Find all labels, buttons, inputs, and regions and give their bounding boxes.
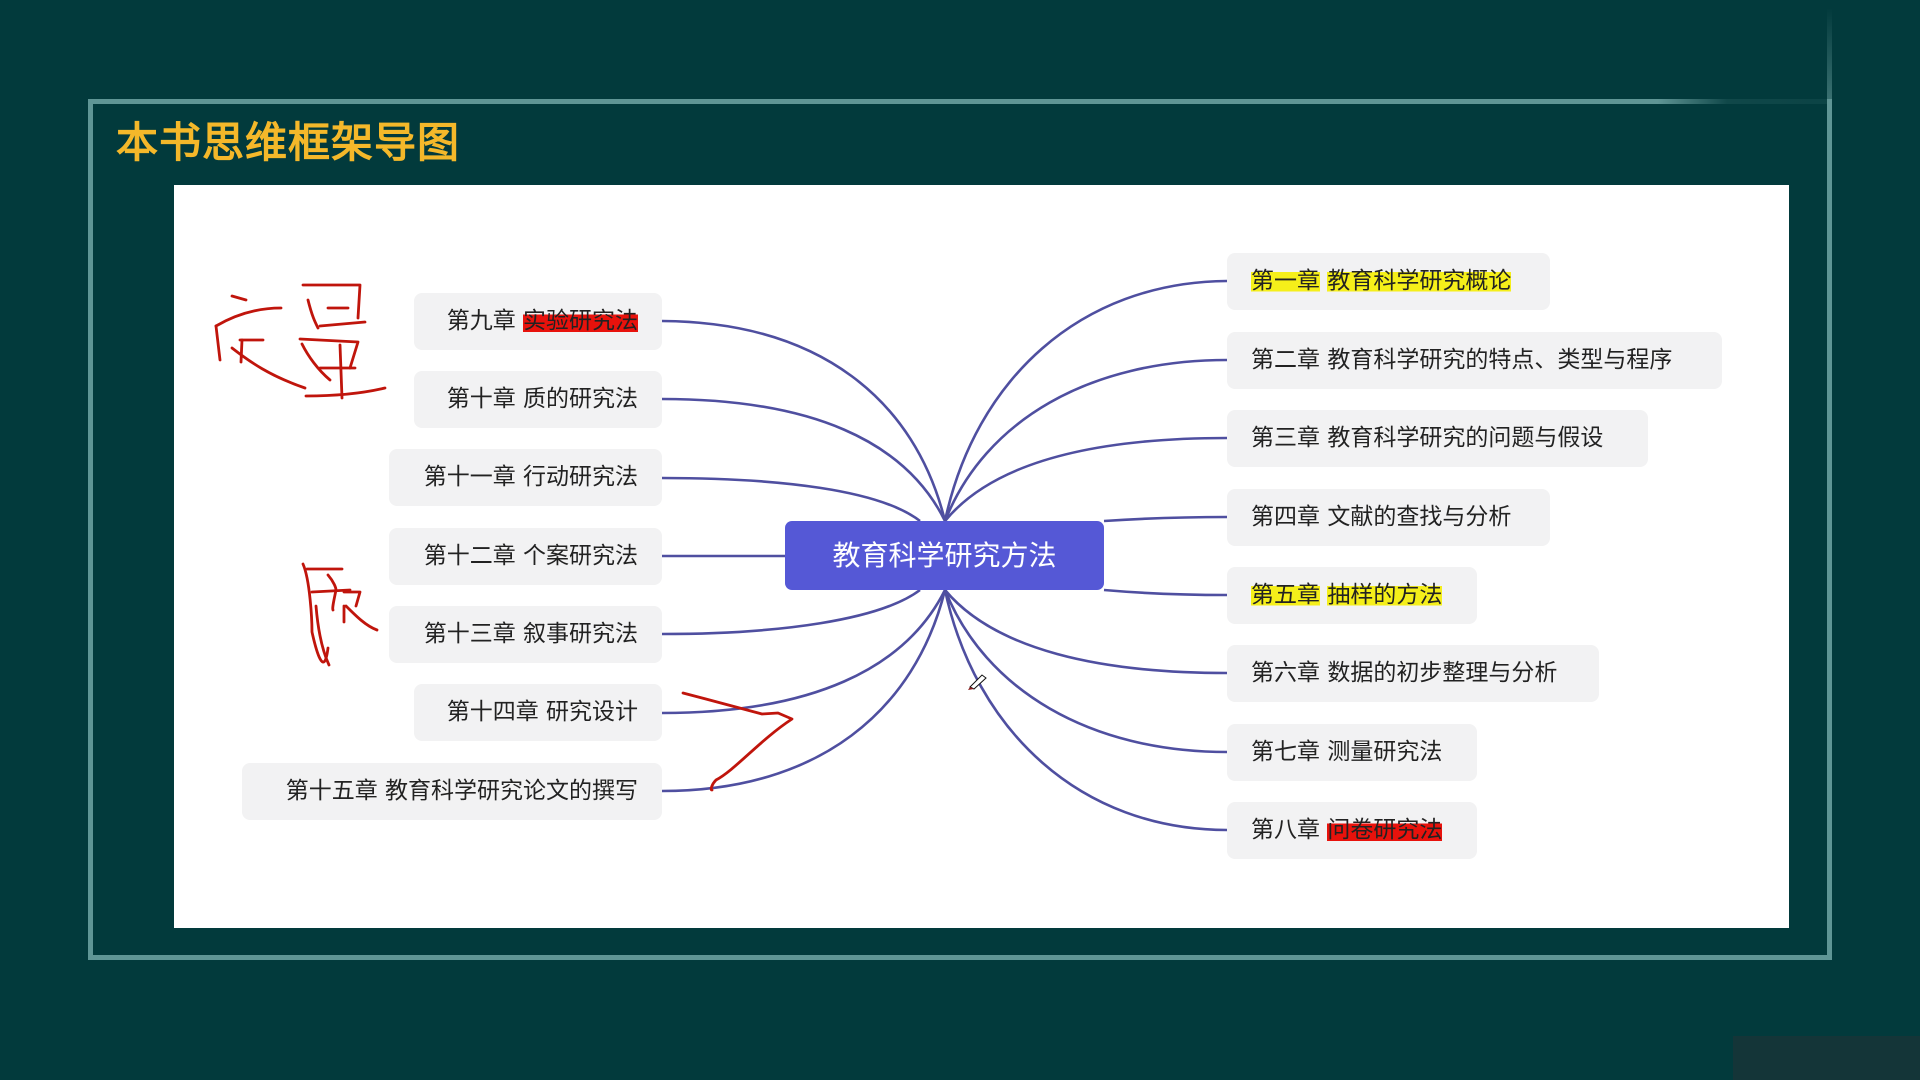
- chapter-title: 行动研究法: [523, 464, 638, 490]
- chapter-label: 第四章: [1251, 504, 1320, 530]
- chapter-label: 第六章: [1251, 660, 1320, 686]
- node-chapter-7[interactable]: 第七章 测量研究法: [1227, 724, 1477, 781]
- chapter-label: 第九章: [446, 308, 516, 334]
- node-chapter-1[interactable]: 第一章 教育科学研究概论: [1227, 253, 1550, 310]
- slide-frame: [88, 99, 1832, 960]
- frame-top-border: [88, 99, 1832, 104]
- frame-right-extension: [1827, 8, 1832, 100]
- chapter-title: 教育科学研究概论: [1327, 268, 1512, 294]
- chapter-label: 第十章: [446, 386, 516, 412]
- node-chapter-11[interactable]: 第十一章 行动研究法: [389, 449, 662, 506]
- chapter-title: 质的研究法: [523, 386, 638, 412]
- chapter-title: 叙事研究法: [523, 621, 638, 647]
- pen-cursor-icon: [968, 674, 987, 690]
- node-chapter-10[interactable]: 第十章 质的研究法: [414, 371, 662, 428]
- chapter-label: 第十一章: [423, 464, 516, 490]
- node-chapter-5[interactable]: 第五章 抽样的方法: [1227, 567, 1477, 624]
- chapter-label: 第二章: [1251, 347, 1320, 373]
- chapter-label: 第十二章: [423, 543, 516, 569]
- node-chapter-6[interactable]: 第六章 数据的初步整理与分析: [1227, 645, 1599, 702]
- chapter-label: 第十四章: [446, 699, 539, 725]
- node-chapter-8[interactable]: 第八章 问卷研究法: [1227, 802, 1477, 859]
- node-chapter-15[interactable]: 第十五章 教育科学研究论文的撰写: [242, 763, 662, 820]
- chapter-title: 测量研究法: [1327, 739, 1443, 765]
- chapter-title: 实验研究法: [523, 308, 638, 334]
- chapter-title: 教育科学研究的特点、类型与程序: [1327, 347, 1673, 373]
- node-chapter-13[interactable]: 第十三章 叙事研究法: [389, 606, 662, 663]
- chapter-label: 第七章: [1251, 739, 1320, 765]
- chapter-title: 个案研究法: [523, 543, 638, 569]
- chapter-title: 教育科学研究论文的撰写: [385, 778, 638, 804]
- node-chapter-3[interactable]: 第三章 教育科学研究的问题与假设: [1227, 410, 1648, 467]
- chapter-label: 第五章: [1251, 582, 1320, 608]
- node-chapter-2[interactable]: 第二章 教育科学研究的特点、类型与程序: [1227, 332, 1722, 389]
- chapter-title: 抽样的方法: [1327, 582, 1443, 608]
- chapter-title: 研究设计: [546, 699, 638, 725]
- chapter-title: 数据的初步整理与分析: [1327, 660, 1558, 686]
- chapter-title: 文献的查找与分析: [1327, 504, 1512, 530]
- node-chapter-4[interactable]: 第四章 文献的查找与分析: [1227, 489, 1550, 546]
- chapter-label: 第三章: [1251, 425, 1320, 451]
- chapter-label: 第一章: [1251, 268, 1320, 294]
- center-node[interactable]: 教育科学研究方法: [785, 521, 1104, 590]
- chapter-title: 教育科学研究的问题与假设: [1327, 425, 1604, 451]
- chapter-title: 问卷研究法: [1327, 817, 1443, 843]
- chapter-label: 第八章: [1251, 817, 1320, 843]
- chapter-label: 第十三章: [423, 621, 516, 647]
- node-chapter-9[interactable]: 第九章 实验研究法: [414, 293, 662, 350]
- chapter-label: 第十五章: [285, 778, 378, 804]
- node-chapter-12[interactable]: 第十二章 个案研究法: [389, 528, 662, 585]
- corner-overlay: [1733, 1036, 1920, 1080]
- slide-title: 本书思维框架导图: [116, 118, 461, 167]
- node-chapter-14[interactable]: 第十四章 研究设计: [414, 684, 662, 741]
